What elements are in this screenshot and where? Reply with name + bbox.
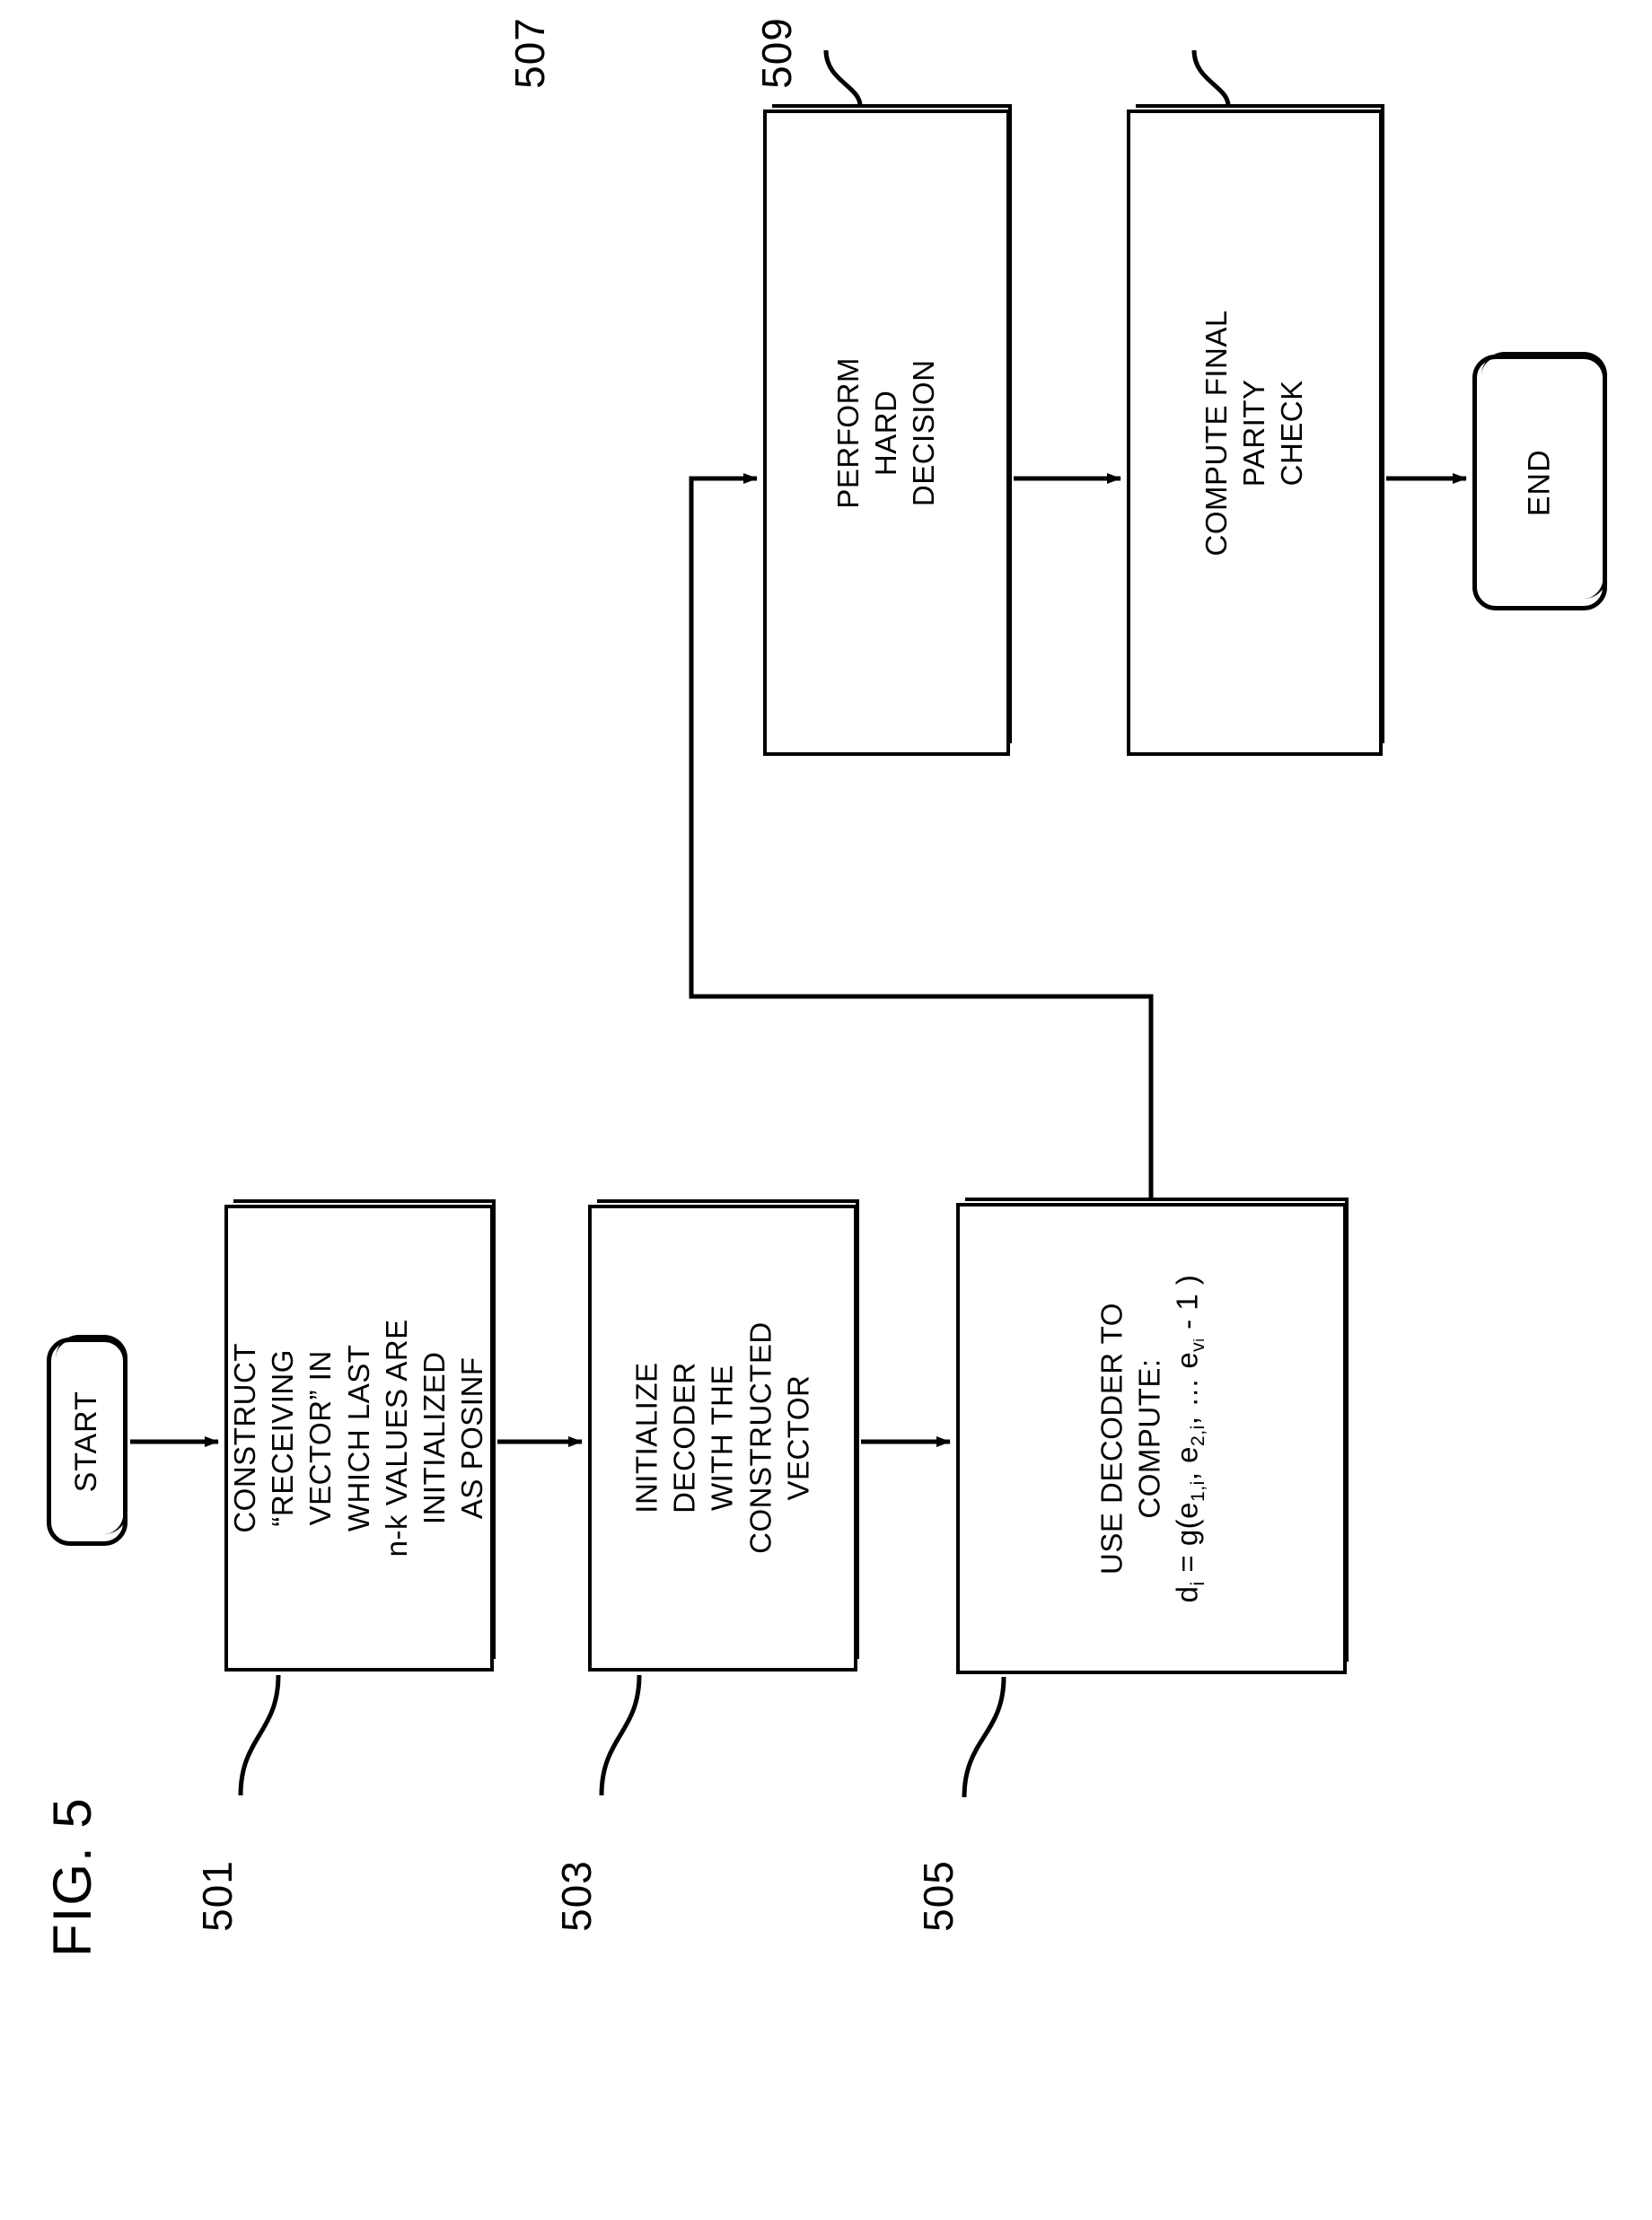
formula-lhs-sub: i [1188,1581,1209,1586]
formula-sep2: , … e [1170,1351,1204,1426]
leader-503 [599,1674,642,1796]
formula-term3-subsub: i [1191,1338,1208,1342]
formula-term1-sub: 1,i [1188,1480,1209,1502]
node-step-505-label: USE DECODER TO COMPUTE: [1094,1303,1166,1575]
leader-501 [238,1674,281,1796]
node-step-509-label: COMPUTE FINAL PARITY CHECK [1199,309,1309,557]
leader-505 [962,1676,1006,1798]
ref-number-505: 505 [915,1860,962,1932]
node-step-503: INITIALIZE DECODER WITH THE CONSTRUCTED … [588,1199,859,1672]
ref-number-501: 501 [194,1860,241,1932]
leader-509 [1191,49,1231,107]
formula-tail: - 1 ) [1170,1274,1204,1338]
node-step-505-formula: di = g(e1,i, e2,i, … evi - 1 ) [1168,1275,1210,1603]
node-end: END [1472,352,1607,610]
node-start-label: START [69,1391,104,1493]
formula-sep1: , e [1170,1445,1204,1481]
formula-eq: = g(e [1170,1501,1204,1582]
node-step-507-label: PERFORM HARD DECISION [831,356,941,509]
node-step-501: CONSTRUCT “RECEIVING VECTOR” IN WHICH LA… [224,1199,496,1672]
node-step-509: COMPUTE FINAL PARITY CHECK [1127,104,1384,756]
node-step-505-body: USE DECODER TO COMPUTE: di = g(e1,i, e2,… [1093,1275,1210,1603]
node-end-label: END [1522,449,1557,516]
figure-label: FIG. 5 [42,1796,102,1957]
formula-lhs: d [1170,1585,1204,1603]
ref-number-509: 509 [753,17,800,89]
formula-term3-sub: v [1188,1341,1209,1352]
node-step-507: PERFORM HARD DECISION [763,104,1012,756]
ref-number-507: 507 [506,17,553,89]
leader-507 [823,49,863,107]
node-step-501-label: CONSTRUCT “RECEIVING VECTOR” IN WHICH LA… [228,1319,489,1558]
ref-number-503: 503 [553,1860,600,1932]
formula-term2-sub: 2,i [1188,1425,1209,1446]
node-step-505: USE DECODER TO COMPUTE: di = g(e1,i, e2,… [956,1198,1349,1674]
node-start: START [47,1335,127,1546]
node-step-503-label: INITIALIZE DECODER WITH THE CONSTRUCTED … [629,1321,815,1555]
